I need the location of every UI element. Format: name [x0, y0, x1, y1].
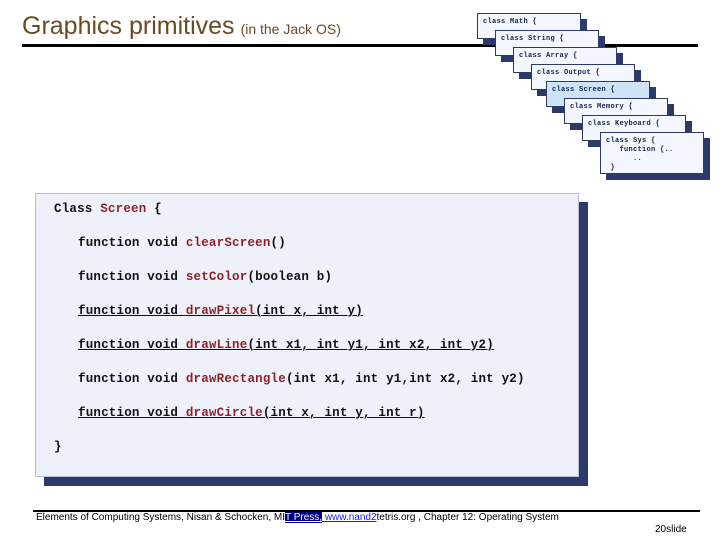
- code-line-7: }: [54, 440, 62, 454]
- code-keyword: (int x, int y): [255, 304, 363, 318]
- code-keyword: function void: [78, 372, 186, 386]
- code-keyword: (): [270, 236, 286, 250]
- code-line-3: function void drawPixel(int x, int y): [78, 304, 363, 318]
- code-function-name: clearScreen: [185, 236, 271, 250]
- code-line-4: function void drawLine(int x1, int y1, i…: [78, 338, 494, 352]
- code-keyword: (int x, int y, int r): [262, 406, 425, 420]
- code-keyword: Class: [54, 202, 101, 216]
- code-keyword: (boolean b): [247, 270, 333, 284]
- code-keyword: function void: [78, 236, 186, 250]
- code-function-name: setColor: [185, 270, 248, 284]
- code-keyword: function void: [78, 270, 186, 284]
- footer-citation-part-2: tetris.org , Chapter 12: Operating Syste…: [376, 512, 559, 523]
- page-title-subtitle: (in the Jack OS): [240, 21, 341, 37]
- footer-citation-part-1: Elements of Computing Systems, Nisan & S…: [36, 512, 285, 523]
- code-keyword: function void: [78, 406, 186, 420]
- footer-link-selected[interactable]: T Press,: [285, 512, 323, 523]
- code-keyword: (int x1, int y1, int x2, int y2): [247, 338, 494, 352]
- code-keyword: }: [54, 440, 62, 454]
- code-keyword: function void: [78, 304, 186, 318]
- jack-os-class-stack: class Math {class String {class Array {c…: [0, 0, 720, 200]
- code-line-5: function void drawRectangle(int x1, int …: [78, 372, 525, 386]
- page-title: Graphics primitives (in the Jack OS): [22, 12, 341, 41]
- code-keyword: (int x1, int y1,int x2, int y2): [285, 372, 525, 386]
- code-line-6: function void drawCircle(int x, int y, i…: [78, 406, 425, 420]
- code-line-1: function void clearScreen(): [78, 236, 286, 250]
- page-title-main: Graphics primitives: [22, 12, 235, 40]
- footer-citation: Elements of Computing Systems, Nisan & S…: [36, 512, 559, 523]
- slide-number: 20slide: [655, 524, 687, 535]
- screen-class-code-panel: Class Screen {function void clearScreen(…: [35, 193, 579, 477]
- footer-divider: [33, 510, 700, 512]
- code-function-name: drawRectangle: [185, 372, 286, 386]
- code-keyword: function void: [78, 338, 186, 352]
- code-function-name: Screen: [100, 202, 147, 216]
- code-keyword: {: [146, 202, 162, 216]
- code-function-name: drawPixel: [185, 304, 256, 318]
- footer-link-url[interactable]: www.nand2: [322, 512, 377, 523]
- code-line-2: function void setColor(boolean b): [78, 270, 332, 284]
- code-function-name: drawCircle: [185, 406, 263, 420]
- code-function-name: drawLine: [185, 338, 248, 352]
- title-divider: [22, 44, 698, 47]
- code-line-0: Class Screen {: [54, 202, 162, 216]
- class-box-7: class Sys { function {.. .. }: [600, 132, 704, 174]
